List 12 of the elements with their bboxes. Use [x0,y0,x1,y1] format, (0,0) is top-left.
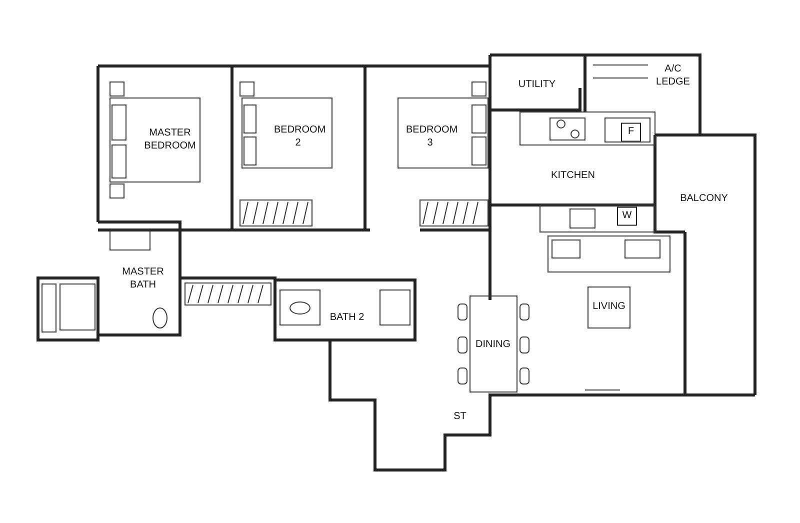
room-label: A/C LEDGE [655,64,691,88]
room-label: MASTER BATH [121,266,165,292]
room-label: UTILITY [517,78,557,92]
room-label: DINING [474,338,512,352]
room-label: BATH 2 [328,312,366,324]
room-label: LIVING [592,300,626,314]
room-label: W [617,206,637,226]
room-label: F [621,122,641,142]
room-label: MASTER BEDROOM [143,128,197,152]
room-label: ST [452,410,468,424]
room-label: KITCHEN [550,170,596,182]
room-label: BALCONY [679,192,729,206]
